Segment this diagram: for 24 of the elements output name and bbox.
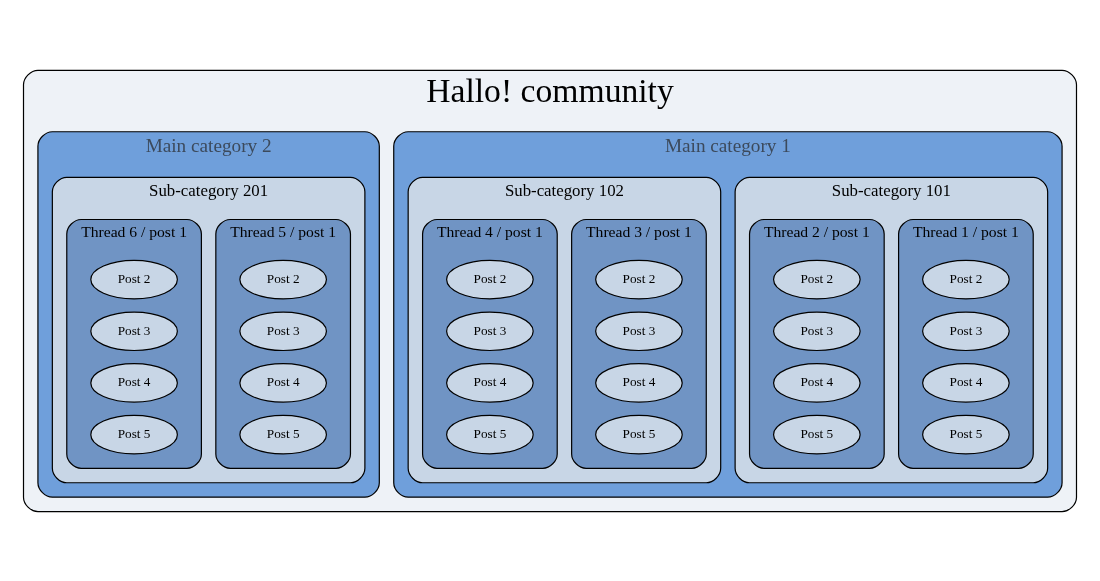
node-ellipse: Post 3 [595,310,683,351]
node-ellipse: Post 3 [773,310,861,351]
node-ellipse: Post 2 [239,259,328,299]
node-ellipse: Post 3 [446,310,534,351]
node-ellipse: Post 5 [595,414,683,454]
node-ellipse: Post 5 [773,414,861,454]
node-ellipse: Post 2 [773,259,861,299]
node-ellipse: Post 2 [446,259,534,299]
node-ellipse: Post 5 [922,414,1010,454]
node-ellipse: Post 2 [90,259,178,299]
node-ellipse: Post 3 [239,310,328,351]
node-ellipse: Post 4 [90,362,178,403]
node-ellipse: Post 4 [922,362,1010,403]
node-ellipse: Post 5 [239,414,328,454]
node-ellipse: Post 4 [595,362,683,403]
node-ellipse: Post 2 [922,259,1010,299]
node-ellipse: Post 5 [90,414,178,454]
node-ellipse: Post 4 [446,362,534,403]
node-ellipse: Post 2 [595,259,683,299]
node-ellipse: Post 3 [922,310,1010,351]
node-ellipse: Post 3 [90,310,178,351]
node-ellipse: Post 4 [239,362,328,403]
node-ellipse: Post 5 [446,414,534,454]
node-ellipse: Post 4 [773,362,861,403]
